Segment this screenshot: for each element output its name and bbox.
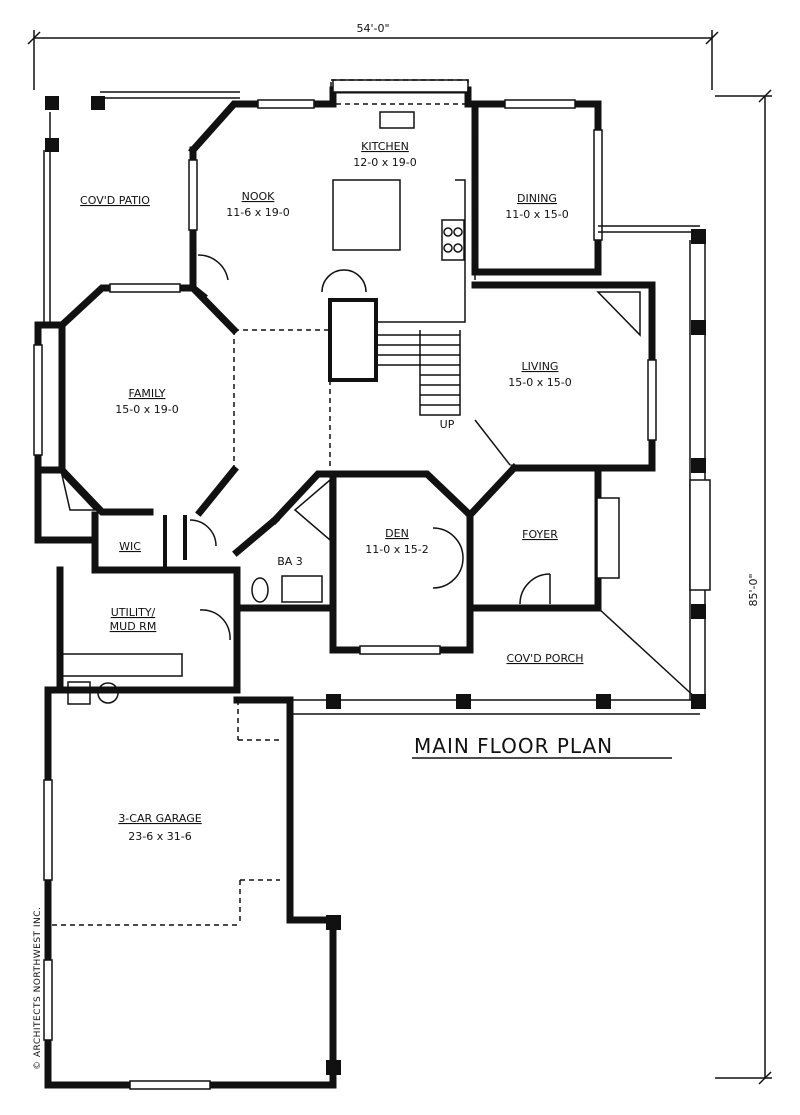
porch-post [691,229,706,244]
family-label: FAMILY [129,387,166,400]
garage-post [326,915,341,930]
room-labels: COV'D PATIO NOOK 11-6 x 19-0 KITCHEN 12-… [80,140,583,843]
bath-closet [293,478,331,542]
cooktop [441,219,465,261]
covered-porch-structure [290,225,711,1075]
nook-side-window [188,159,198,231]
utility-label: UTILITY/ [111,606,156,619]
windows [33,99,657,1090]
porch-label: COV'D PORCH [507,652,584,665]
washer [67,681,91,705]
hall-door-arc [189,519,217,547]
width-dimension-label: 54'-0" [356,22,389,35]
foyer-label: FOYER [522,528,558,541]
patio-label: COV'D PATIO [80,194,150,207]
kitchen-size: 12-0 x 19-0 [353,156,416,169]
porch-post [691,458,706,473]
family-size: 15-0 x 19-0 [115,403,178,416]
porch-post [691,320,706,335]
nook-size: 11-6 x 19-0 [226,206,289,219]
kitchen-bay-window [332,79,469,93]
porch-post [456,694,471,709]
kitchen-label: KITCHEN [361,140,409,153]
living-size: 15-0 x 15-0 [508,376,571,389]
kitchen-sink [379,111,415,129]
utility-door-arc [199,609,231,641]
stair-treads [376,330,461,416]
stair-up-label: UP [440,418,455,431]
dining-size: 11-0 x 15-0 [505,208,568,221]
kitchen-bay-outline [330,79,469,105]
wic-label: WIC [119,540,141,553]
porch-rail [689,479,711,591]
porch-post [326,694,341,709]
dining-label: DINING [517,192,557,205]
nook-label: NOOK [242,190,276,203]
living-label: LIVING [522,360,559,373]
front-door-arc [519,573,551,605]
den-size: 11-0 x 15-2 [365,543,428,556]
nook-door-arc [197,254,229,281]
den-door-arc [432,527,464,589]
bath-vanity [281,575,323,603]
laundry-counter [61,653,183,677]
patio-post [45,138,59,152]
exterior-walls [34,86,656,1089]
den-front-window [359,645,441,655]
depth-dimension-line [715,89,772,1085]
living-fireplace [596,291,641,337]
garage-side-window [43,779,53,881]
garage-label: 3-CAR GARAGE [118,812,201,825]
patio-post [45,96,59,110]
depth-dimension-label: 85'-0" [747,573,760,606]
pantry-door-arc [321,269,367,293]
bath-label: BA 3 [277,555,303,568]
architect-credit: © ARCHITECTS NORTHWEST INC. [33,907,43,1070]
width-dimension-line [27,30,719,90]
dining-side-window [593,129,603,241]
patio-post [91,96,105,110]
dining-window [504,99,576,109]
family-side-window [33,344,43,456]
garage-rear-window [129,1080,211,1090]
porch-post [691,604,706,619]
porch-post [596,694,611,709]
nook-window [257,99,315,109]
den-label: DEN [385,527,409,540]
living-side-window [647,359,657,441]
plan-title: MAIN FLOOR PLAN [414,734,613,758]
garage-side-window-2 [43,959,53,1041]
stair-core [328,298,378,382]
interior-details [52,104,641,926]
covered-patio [43,91,240,325]
utility-label-2: MUD RM [110,620,157,633]
family-top-window [109,283,181,293]
toilet [251,577,269,603]
kitchen-island [332,179,401,251]
foyer-side-window [596,497,620,579]
family-fireplace [60,472,97,511]
garage-size: 23-6 x 31-6 [128,830,191,843]
porch-post [691,694,706,709]
garage-post [326,1060,341,1075]
dryer [97,682,119,704]
